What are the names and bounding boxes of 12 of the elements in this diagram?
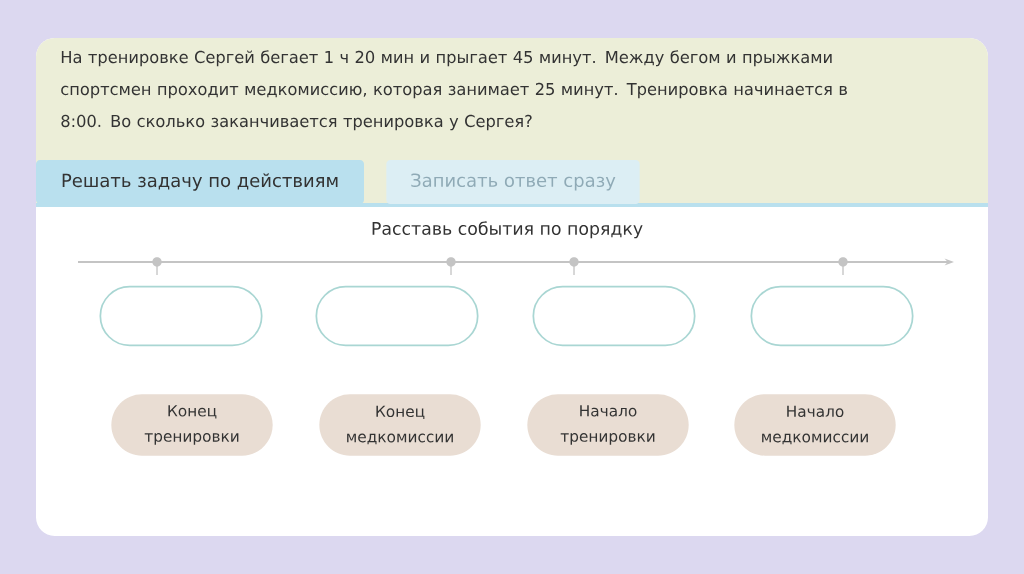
answer-slot — [750, 285, 914, 347]
node-label: Решать задачу по действиям — [62, 173, 338, 191]
event-card: Начало медкомиссии — [734, 394, 896, 456]
answer-slot — [99, 285, 263, 347]
answer-slot — [315, 285, 479, 347]
answer-slot — [532, 285, 696, 347]
problem-text: На тренировке Сергей бегает 1 ч 20 мин и прыгает 45 минут. Между бегом и прыжками спортсмен проходит медкомиссию, которая занимает 25 минут. Тренировка начинается в 8:00. Во сколько заканчивается тренировка у Сергея? — [61, 50, 847, 131]
instruction-text: Расставь события по порядку — [372, 221, 643, 239]
event-card: Конец тренировки — [111, 394, 273, 456]
tab-button: Записать ответ сразу — [386, 160, 640, 204]
event-card: Конец медкомиссии — [319, 394, 481, 456]
event-card: Начало тренировки — [527, 394, 689, 456]
